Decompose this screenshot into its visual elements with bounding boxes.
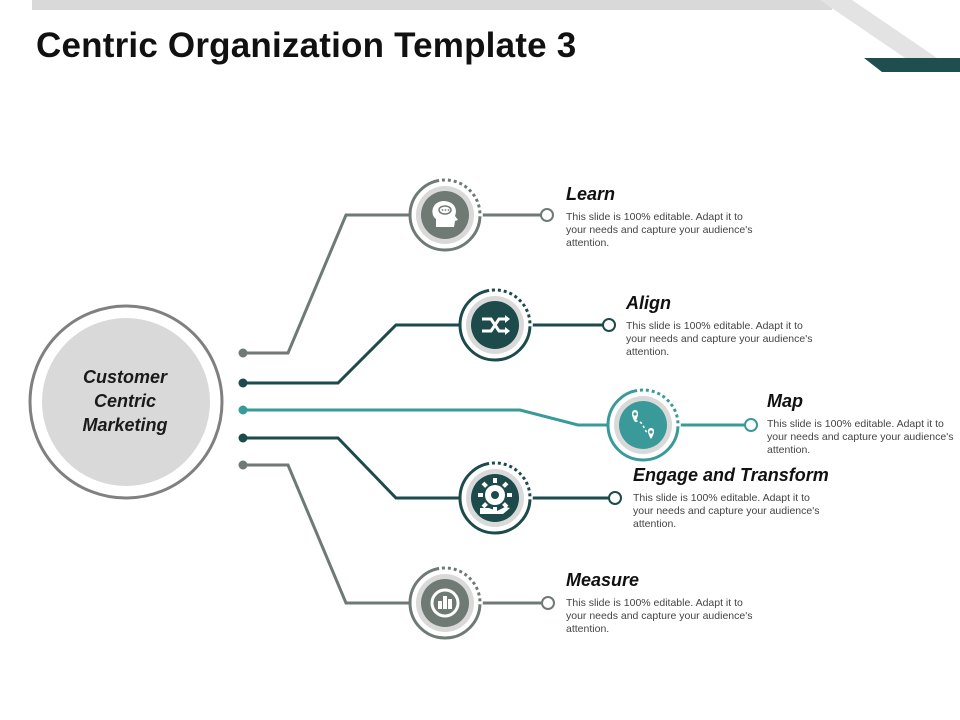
node-desc-measure: This slide is 100% editable. Adapt it to…: [566, 597, 753, 635]
node-circle-2: [606, 386, 681, 462]
node-desc-learn: This slide is 100% editable. Adapt it to…: [566, 211, 753, 249]
top-decor-bar: [32, 0, 832, 10]
node-map: Map This slide is 100% editable. Adapt i…: [767, 391, 957, 457]
node-measure: Measure This slide is 100% editable. Ada…: [566, 570, 756, 636]
node-desc-map: This slide is 100% editable. Adapt it to…: [767, 418, 954, 456]
head-speech-icon: [432, 201, 458, 227]
node-circle-1: [458, 286, 533, 362]
shuffle-arrows-icon: [482, 315, 510, 335]
connector-start-dot-4: [238, 460, 248, 470]
connector-start-dot-2: [238, 405, 248, 415]
page-title: Centric Organization Template 3: [36, 26, 577, 65]
connector-end-dot-4: [541, 596, 555, 610]
center-label-line-1: Customer: [82, 367, 167, 387]
node-desc-align: This slide is 100% editable. Adapt it to…: [626, 320, 813, 358]
connector-start-dot-0: [238, 348, 248, 358]
node-title-engage-transform: Engage and Transform: [633, 465, 829, 485]
center-label-line-3: Marketing: [82, 415, 168, 435]
connector-start-dot-1: [238, 378, 248, 388]
node-align: Align This slide is 100% editable. Adapt…: [626, 293, 816, 359]
node-title-learn: Learn: [566, 184, 616, 204]
gear-hand-icon: [478, 478, 512, 514]
connectors: [238, 208, 758, 610]
connector-end-dot-3: [608, 491, 622, 505]
connector-start-dot-3: [238, 433, 248, 443]
node-circles: [408, 176, 681, 640]
node-circle-0: [408, 176, 483, 252]
node-circle-4: [408, 564, 483, 640]
center-label-line-2: Centric: [93, 391, 156, 411]
center-circle: [28, 304, 224, 500]
connector-end-dot-2: [744, 418, 758, 432]
node-desc-engage-transform: This slide is 100% editable. Adapt it to…: [633, 492, 820, 530]
connector-end-dot-1: [602, 318, 616, 332]
bar-chart-icon: [430, 588, 460, 618]
corner-decor: [820, 0, 960, 72]
node-title-measure: Measure: [566, 570, 640, 590]
connector-end-dot-0: [540, 208, 554, 222]
node-title-align: Align: [626, 293, 671, 313]
node-learn: Learn This slide is 100% editable. Adapt…: [566, 184, 756, 250]
node-circle-3: [458, 459, 533, 535]
node-engage-transform: Engage and Transform This slide is 100% …: [633, 465, 829, 531]
center-label: Customer Centric Marketing: [60, 365, 190, 437]
map-route-icon: [632, 410, 654, 439]
node-title-map: Map: [767, 391, 803, 411]
